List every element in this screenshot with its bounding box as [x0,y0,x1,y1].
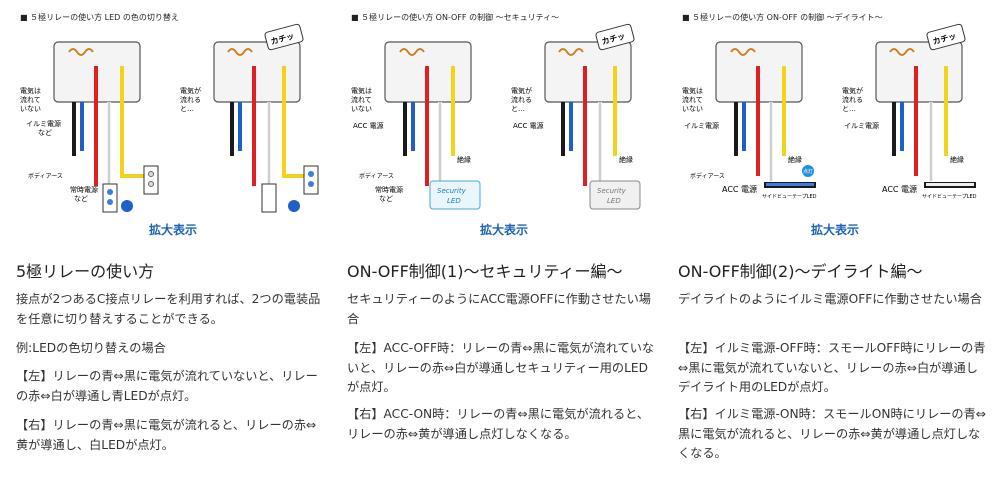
relay-right [213,23,319,213]
column-daylight: ■ ５極リレーの使い方 ON-OFF の制御 〜デイライト〜 点灯 サイドビュー… [676,0,994,484]
label-constant: 常時電源 [375,185,403,194]
paragraph-left: 【左】イルミ電源-OFF時：スモールOFF時にリレーの青⇔黒に電気が流れていない… [678,341,986,394]
label-insulate: 絶縁 [457,155,471,164]
label-body-earth: ボディアース [359,172,394,180]
column-five-pole-relay: ■ ５極リレーの使い方 LED の色の切り替え 電気は 流れて いない イル [14,0,332,484]
label-insulate-right: 絶縁 [619,155,633,164]
label-illumi: イルミ電源 [26,119,61,128]
label-insulate: 絶縁 [788,155,802,164]
label-no-current-3: いない [351,105,372,113]
label-illumi-etc: など [38,129,52,137]
section-title: 5極リレーの使い方 [16,262,155,281]
paragraph-left: 【左】ACC-OFF時：リレーの青⇔黒に電気が流れていないと、リレーの赤⇔白が導… [347,341,655,394]
label-illumi: イルミ電源 [684,121,719,130]
label-flowing-2: 流れる [842,95,863,104]
label-no-current-3: いない [20,105,41,113]
paragraph-left: 【左】リレーの青⇔黒に電気が流れていないと、リレーの赤⇔白が導通し青LEDが点灯… [16,369,318,403]
label-acc-right: ACC 電源 [882,185,917,194]
security-led-label: Security [437,187,467,195]
label-no-current-2: 流れて [682,95,703,104]
label-acc: ACC 電源 [353,121,384,130]
label-constant-etc: など [379,195,393,203]
section-title: ON-OFF制御(2)〜デイライト編〜 [678,262,923,281]
diagram-heading: ■ ５極リレーの使い方 LED の色の切り替え [20,12,179,22]
diagram-led-color-switch[interactable]: ■ ５極リレーの使い方 LED の色の切り替え 電気は 流れて いない イル [14,6,332,218]
paragraph-intro: 接点が2つあるC接点リレーを利用すれば、2つの電装品を任意に切り替えすることがで… [16,292,321,326]
label-body-earth: ボディアース [690,172,725,180]
label-no-current-2: 流れて [351,95,372,104]
paragraph-right: 【右】イルミ電源-ON時：スモールON時にリレーの青⇔黒に電気が流れると、リレー… [678,407,986,460]
paragraph-intro: セキュリティーのようにACC電源OFFに作動させたい場合 [347,292,651,326]
diagram-security[interactable]: ■ ５極リレーの使い方 ON-OFF の制御 〜セキュリティ〜 Security… [345,6,663,218]
zoom-link[interactable]: 拡大表示 [148,223,197,237]
label-led-tape: サイドビューテープLED [762,193,817,200]
diagram-heading: ■ ５極リレーの使い方 ON-OFF の制御 〜セキュリティ〜 [351,12,559,22]
zoom-link[interactable]: 拡大表示 [479,223,528,237]
diagram-daylight[interactable]: ■ ５極リレーの使い方 ON-OFF の制御 〜デイライト〜 点灯 サイドビュー… [676,6,994,218]
label-flowing-1: 電気が [180,86,201,95]
paragraph-right: 【右】リレーの青⇔黒に電気が流れると、リレーの赤⇔黄が導通し、白LEDが点灯。 [16,418,317,452]
label-no-current-1: 電気は [682,86,703,95]
section-title: ON-OFF制御(1)〜セキュリティー編〜 [347,262,623,281]
relay-left [715,41,816,188]
label-body-earth: ボディアース [28,172,63,180]
label-no-current-3: いない [682,105,703,113]
relay-left [53,41,159,213]
label-flowing-1: 電気が [842,86,863,95]
label-no-current-1: 電気は [20,86,41,95]
label-no-current-1: 電気は [351,86,372,95]
security-led-off-label-2: LED [607,197,621,205]
column-security: ■ ５極リレーの使い方 ON-OFF の制御 〜セキュリティ〜 Security… [345,0,663,484]
label-led-tape-right: サイドビューテープLED [922,193,977,200]
zoom-link[interactable]: 拡大表示 [810,223,859,237]
relay-right [544,23,641,210]
paragraph-intro: デイライトのようにイルミ電源OFFに作動させたい場合 [678,292,982,306]
paragraph-right: 【右】ACC-ON時：リレーの青⇔黒に電気が流れると、リレーの赤⇔黄が導通し点灯… [347,407,650,441]
label-flowing-3: と… [511,105,525,113]
security-led-off-label: Security [597,187,627,195]
diagram-heading: ■ ５極リレーの使い方 ON-OFF の制御 〜デイライト〜 [682,12,883,22]
label-insulate-right: 絶縁 [950,155,964,164]
label-constant-etc: など [74,195,88,203]
relay-left [384,41,481,210]
label-illumi-right: イルミ電源 [844,121,879,130]
paragraph-example: 例:LEDの色切り替えの場合 [16,341,166,355]
label-flowing-1: 電気が [511,86,532,95]
label-flowing-2: 流れる [180,95,201,104]
label-acc-right: ACC 電源 [513,121,544,130]
security-led-label-2: LED [447,197,461,205]
label-flowing-3: と… [842,105,856,113]
label-flowing-3: と… [180,105,194,113]
label-constant: 常時電源 [70,185,98,194]
label-flowing-2: 流れる [511,95,532,104]
label-acc: ACC 電源 [722,185,757,194]
relay-right [875,23,976,188]
label-no-current-2: 流れて [20,95,41,104]
label-lit: 点灯 [803,168,813,175]
